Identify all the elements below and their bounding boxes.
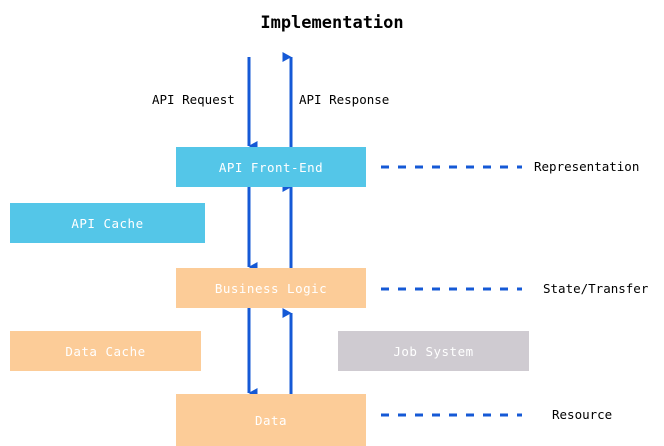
edge-label-api-response: API Response: [299, 92, 390, 107]
annotation-resource: Resource: [552, 407, 613, 422]
node-data-cache-label: Data Cache: [65, 343, 146, 359]
node-job-system[interactable]: Job System: [338, 331, 529, 371]
node-data-cache[interactable]: Data Cache: [10, 331, 201, 371]
node-data[interactable]: Data: [176, 394, 366, 446]
node-business-logic-label: Business Logic: [214, 280, 328, 296]
node-api-front-end[interactable]: API Front-End: [176, 147, 366, 187]
node-job-system-label: Job System: [393, 343, 474, 359]
page-title: Implementation: [260, 13, 404, 33]
edge-label-api-request: API Request: [152, 92, 235, 107]
annotation-state-transfer: State/Transfer: [543, 281, 649, 296]
annotation-representation: Representation: [534, 159, 640, 174]
node-data-label: Data: [254, 412, 288, 428]
node-api-front-end-label: API Front-End: [218, 159, 324, 175]
node-business-logic[interactable]: Business Logic: [176, 268, 366, 308]
node-api-cache[interactable]: API Cache: [10, 203, 205, 243]
node-api-cache-label: API Cache: [71, 215, 144, 231]
